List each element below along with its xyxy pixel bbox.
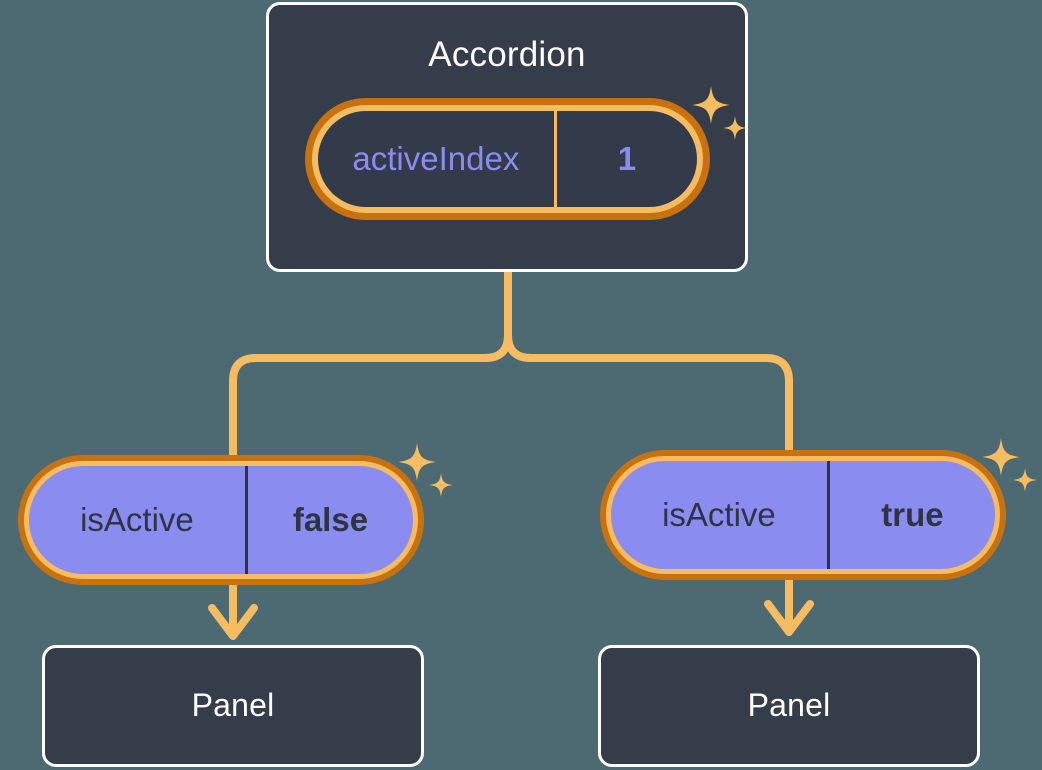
state-value-label: false <box>292 501 369 538</box>
sparkle-four-point-large-icon <box>692 86 730 124</box>
sparkle-group-root <box>692 86 747 140</box>
state-value-label: true <box>881 496 944 533</box>
connector-split-to-left <box>229 331 512 462</box>
arrow-down-icon-right <box>764 600 814 636</box>
state-pill-inner: activeIndex 1 <box>318 111 697 207</box>
state-pill-is-active-right[interactable]: isActive true <box>600 450 1006 580</box>
state-key-label: isActive <box>29 466 248 574</box>
panel-title: Panel <box>747 687 831 723</box>
sparkle-group-right <box>982 438 1037 492</box>
sparkle-four-point-small-icon <box>723 116 747 140</box>
panel-title: Panel <box>191 687 275 723</box>
state-pill-inner: isActive true <box>611 461 995 569</box>
page-title: Accordion <box>428 35 586 74</box>
state-pill-active-index[interactable]: activeIndex 1 <box>305 98 710 220</box>
sparkle-group-left <box>398 443 453 497</box>
arrow-down-icon-left <box>208 604 258 640</box>
connector-root-to-split <box>504 268 793 456</box>
state-pill-is-active-left[interactable]: isActive false <box>18 455 424 585</box>
state-key-label: activeIndex <box>318 111 557 207</box>
state-value-label: 1 <box>617 140 637 177</box>
sparkle-four-point-small-icon <box>429 473 453 497</box>
state-key-label: isActive <box>611 461 830 569</box>
state-pill-inner: isActive false <box>29 466 413 574</box>
node-panel-right[interactable]: Panel <box>598 645 980 767</box>
sparkle-four-point-large-icon <box>398 443 436 481</box>
sparkle-four-point-large-icon <box>982 438 1020 476</box>
node-panel-left[interactable]: Panel <box>42 645 424 767</box>
sparkle-four-point-small-icon <box>1013 468 1037 492</box>
